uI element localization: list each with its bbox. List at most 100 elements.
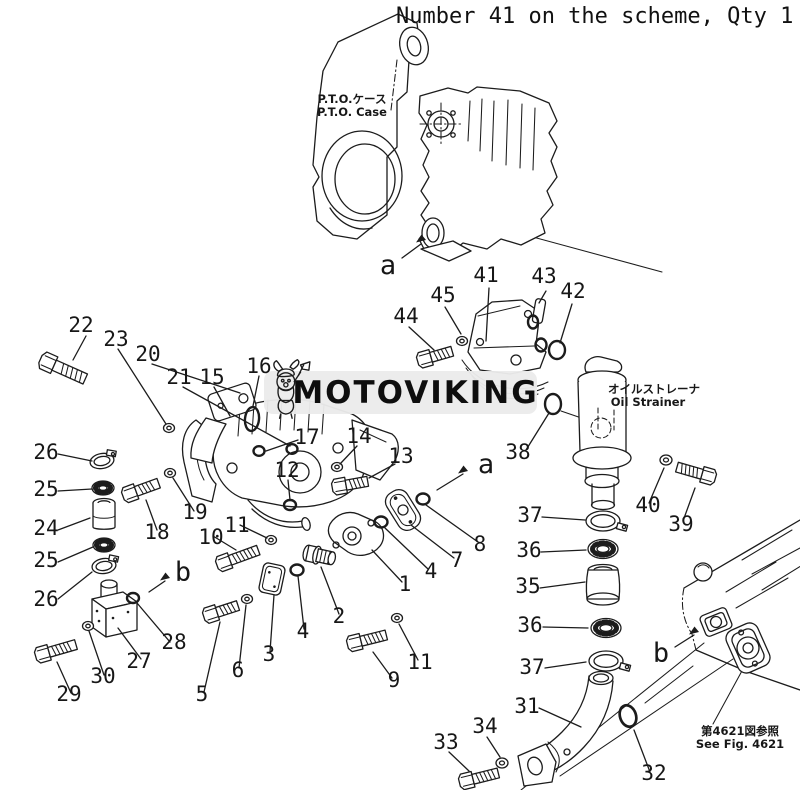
callout-6: 6 bbox=[232, 658, 245, 682]
callout-38: 38 bbox=[505, 440, 530, 464]
callout-26-lower: 26 bbox=[33, 587, 58, 611]
part-31-pipe bbox=[517, 670, 614, 787]
callout-32: 32 bbox=[641, 761, 666, 785]
part-29-bolt bbox=[33, 639, 78, 664]
callout-20: 20 bbox=[135, 342, 160, 366]
callout-31: 31 bbox=[514, 694, 539, 718]
callout-37-lower: 37 bbox=[519, 655, 544, 679]
part-24-tube bbox=[92, 497, 116, 530]
part-36-ring-upper bbox=[587, 538, 619, 560]
pto-case-drawing bbox=[312, 13, 558, 262]
callout-9: 9 bbox=[388, 668, 401, 692]
see-fig-label-en: See Fig. 4621 bbox=[696, 737, 784, 751]
oil-strainer-label-en: Oil Strainer bbox=[611, 395, 686, 409]
callout-36-upper: 36 bbox=[516, 538, 541, 562]
part-32-oring bbox=[618, 703, 638, 729]
callout-7: 7 bbox=[451, 548, 464, 572]
brand-text: MOTOVIKING bbox=[292, 374, 539, 411]
part-3-plate bbox=[258, 562, 286, 596]
callout-2: 2 bbox=[333, 604, 346, 628]
callout-36-lower: 36 bbox=[517, 613, 542, 637]
pto-case-label-jp: P.T.O.ケース bbox=[318, 92, 387, 106]
callout-40: 40 bbox=[635, 493, 660, 517]
callout-22: 22 bbox=[68, 313, 93, 337]
marker-a-top: a bbox=[380, 250, 396, 281]
see-fig-label-jp: 第4621図参照 bbox=[701, 724, 780, 738]
callout-26-upper: 26 bbox=[33, 440, 58, 464]
part-9-bolt bbox=[345, 629, 389, 653]
callout-25-upper: 25 bbox=[33, 477, 58, 501]
callout-17: 17 bbox=[294, 425, 319, 449]
part-10-bolt bbox=[214, 544, 261, 573]
part-16-gasket bbox=[243, 405, 261, 433]
callout-3: 3 bbox=[263, 642, 276, 666]
part-11-washer-right bbox=[390, 612, 404, 624]
part-23-washer bbox=[162, 422, 176, 434]
callout-35: 35 bbox=[515, 574, 540, 598]
part-20-elbow bbox=[190, 382, 257, 464]
part-4-oring-upper bbox=[373, 515, 389, 529]
part-35-hose bbox=[585, 563, 621, 606]
part-19-washer bbox=[163, 467, 177, 479]
callout-13: 13 bbox=[388, 444, 413, 468]
callout-18: 18 bbox=[144, 520, 169, 544]
part-36-ring-lower bbox=[590, 617, 622, 639]
part-43-oring bbox=[526, 314, 540, 330]
oil-strainer-label-jp: オイルストレーナ bbox=[608, 382, 700, 396]
callout-19: 19 bbox=[182, 500, 207, 524]
part-43-oring-2 bbox=[534, 337, 548, 353]
part-22-bolt bbox=[38, 351, 89, 385]
part-6-washer bbox=[240, 593, 254, 605]
callout-27: 27 bbox=[126, 649, 151, 673]
callout-42: 42 bbox=[560, 279, 585, 303]
leader-lines bbox=[56, 287, 696, 773]
listing-title: Number 41 on the scheme, Qty 1 bbox=[396, 4, 794, 29]
callout-8: 8 bbox=[474, 532, 487, 556]
marker-b-right: b bbox=[653, 638, 669, 669]
part-1-elbow bbox=[327, 511, 385, 557]
callout-28: 28 bbox=[161, 630, 186, 654]
location-arrows bbox=[148, 234, 699, 648]
part-8-oring bbox=[415, 492, 431, 506]
callout-34: 34 bbox=[472, 714, 497, 738]
callout-39: 39 bbox=[668, 512, 693, 536]
callout-4-lower: 4 bbox=[297, 619, 310, 643]
part-45-washer bbox=[455, 335, 469, 347]
part-2-connector bbox=[302, 544, 337, 566]
callout-14: 14 bbox=[346, 424, 371, 448]
part-27-valve bbox=[91, 579, 138, 638]
part-13-bolt bbox=[330, 475, 370, 496]
part-33-bolt bbox=[457, 767, 501, 790]
callout-4-upper: 4 bbox=[425, 559, 438, 583]
callout-41: 41 bbox=[473, 263, 498, 287]
part-21-oring bbox=[285, 443, 299, 456]
part-38-oring bbox=[543, 392, 563, 416]
part-44-bolt bbox=[415, 345, 455, 369]
callout-24: 24 bbox=[33, 516, 58, 540]
callout-10: 10 bbox=[198, 525, 223, 549]
callout-5: 5 bbox=[196, 682, 209, 706]
callouts: 22 23 20 21 15 16 17 14 13 12 45 44 41 4… bbox=[33, 250, 693, 785]
part-39-bolt bbox=[674, 461, 718, 486]
callout-30: 30 bbox=[90, 664, 115, 688]
callout-37-upper: 37 bbox=[517, 503, 542, 527]
marker-b-left: b bbox=[175, 557, 191, 588]
callout-11-left: 11 bbox=[224, 513, 249, 537]
callout-21: 21 bbox=[166, 365, 191, 389]
part-25-ring-upper bbox=[91, 480, 115, 496]
part-28-oring bbox=[125, 591, 141, 605]
callout-29: 29 bbox=[56, 682, 81, 706]
callout-11-right: 11 bbox=[407, 650, 432, 674]
part-37-clamp-lower bbox=[588, 650, 632, 672]
part-26-clamp-upper bbox=[89, 449, 117, 470]
pto-case-label-en: P.T.O. Case bbox=[317, 105, 387, 119]
text-annotations: P.T.O.ケース P.T.O. Case オイルストレーナ Oil Strai… bbox=[317, 92, 784, 751]
part-40-washer bbox=[659, 454, 673, 466]
part-26-clamp-lower bbox=[91, 554, 120, 575]
callout-12: 12 bbox=[274, 458, 299, 482]
motoviking-watermark: MOTOVIKING bbox=[264, 359, 539, 419]
part-4-oring-lower bbox=[289, 563, 305, 577]
callout-44: 44 bbox=[393, 304, 418, 328]
callout-23: 23 bbox=[103, 327, 128, 351]
